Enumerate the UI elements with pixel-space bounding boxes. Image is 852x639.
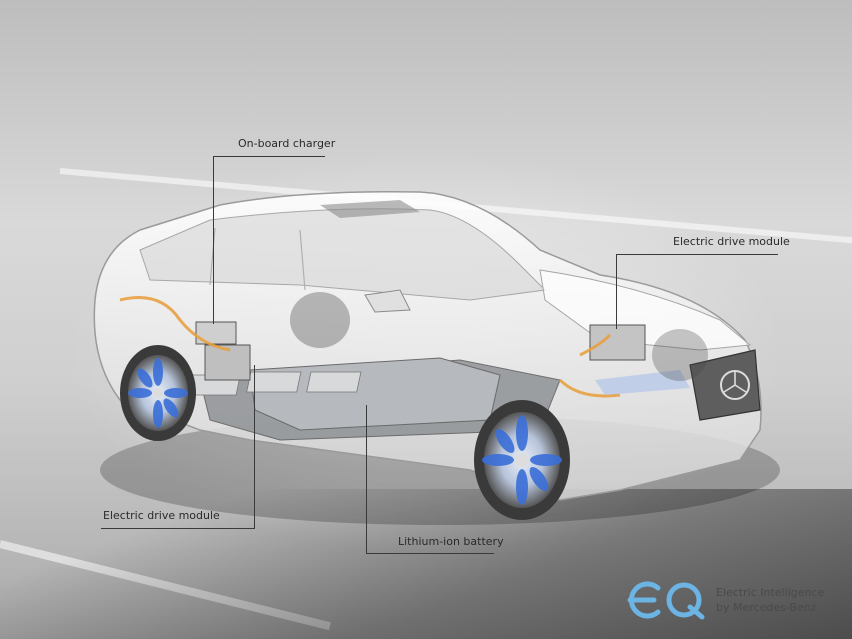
label-onboard-charger: On-board charger <box>238 137 336 150</box>
battery-pack <box>249 357 501 431</box>
headlight <box>595 370 690 395</box>
leader-drive-front-v <box>616 254 617 329</box>
leader-battery-v <box>366 405 367 554</box>
far-front-wheel <box>652 329 708 381</box>
eq-logo <box>627 581 705 620</box>
side-mirror <box>364 289 411 313</box>
car-windows <box>139 208 547 301</box>
orange-wiring <box>119 296 621 398</box>
leader-drive-front-h <box>616 254 778 255</box>
far-rear-wheel <box>290 292 350 348</box>
battery-module-3 <box>306 371 362 393</box>
brand-tagline-line2: by Mercedes-Benz <box>716 601 817 614</box>
leader-onboard-charger-v <box>213 156 214 324</box>
front-grille <box>689 349 761 421</box>
leader-onboard-charger-h <box>213 156 325 157</box>
label-electric-drive-front: Electric drive module <box>673 235 790 248</box>
leader-drive-rear-v <box>254 365 255 529</box>
onboard-charger-unit <box>195 321 237 345</box>
front-drive-unit <box>589 324 646 361</box>
star-emblem <box>720 370 750 400</box>
label-lithium-ion-battery: Lithium-ion battery <box>398 535 504 548</box>
rear-drive-unit <box>204 344 251 381</box>
leader-battery-h <box>366 553 494 554</box>
brand-tagline-line1: Electric Intelligence <box>716 586 825 599</box>
front-wheel <box>474 400 570 520</box>
sunroof <box>320 200 420 218</box>
label-electric-drive-rear: Electric drive module <box>103 509 220 522</box>
rear-wheel <box>120 345 196 441</box>
leader-drive-rear-h <box>101 528 255 529</box>
battery-module-2 <box>246 371 302 393</box>
road-shadow <box>0 489 852 639</box>
